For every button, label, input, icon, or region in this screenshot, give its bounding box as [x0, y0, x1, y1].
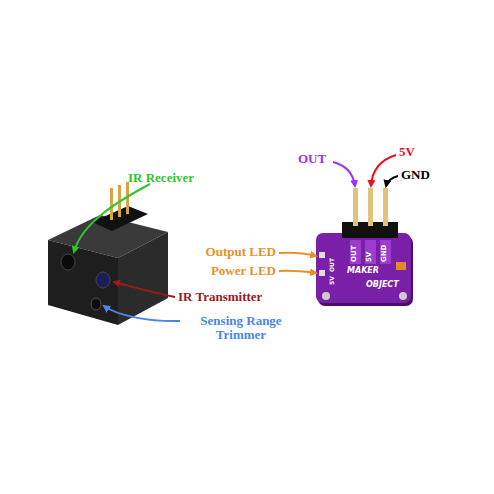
callout-label: IR Receiver [128, 171, 194, 185]
callout-label: Sensing Range Trimmer [180, 314, 302, 343]
pin-label: OUT [298, 152, 326, 166]
silkscreen-text: 5V [329, 276, 336, 285]
leader-line [333, 162, 355, 186]
silkscreen-text: MAKER [347, 267, 379, 276]
leader-line [371, 155, 396, 186]
leader-line [104, 306, 180, 321]
callout-label: Power LED [166, 264, 276, 278]
leader-line [279, 271, 316, 273]
silkscreen-text: OUT [329, 258, 336, 272]
callout-label: Output LED [166, 245, 276, 259]
leader-line [74, 184, 150, 252]
callout-label: IR Transmitter [178, 290, 262, 304]
pin-label: 5V [399, 145, 415, 159]
sensor-housing [48, 182, 168, 325]
silkscreen-text: OBJECT [366, 281, 399, 290]
silkscreen-text: 5V [366, 252, 374, 262]
pin-label: GND [401, 168, 430, 182]
pcb-module [316, 188, 413, 306]
leader-line [114, 282, 175, 297]
leader-line [386, 176, 398, 186]
silkscreen-text: OUT [351, 246, 359, 262]
leader-line [279, 253, 316, 256]
silkscreen-text: GND [381, 245, 389, 262]
